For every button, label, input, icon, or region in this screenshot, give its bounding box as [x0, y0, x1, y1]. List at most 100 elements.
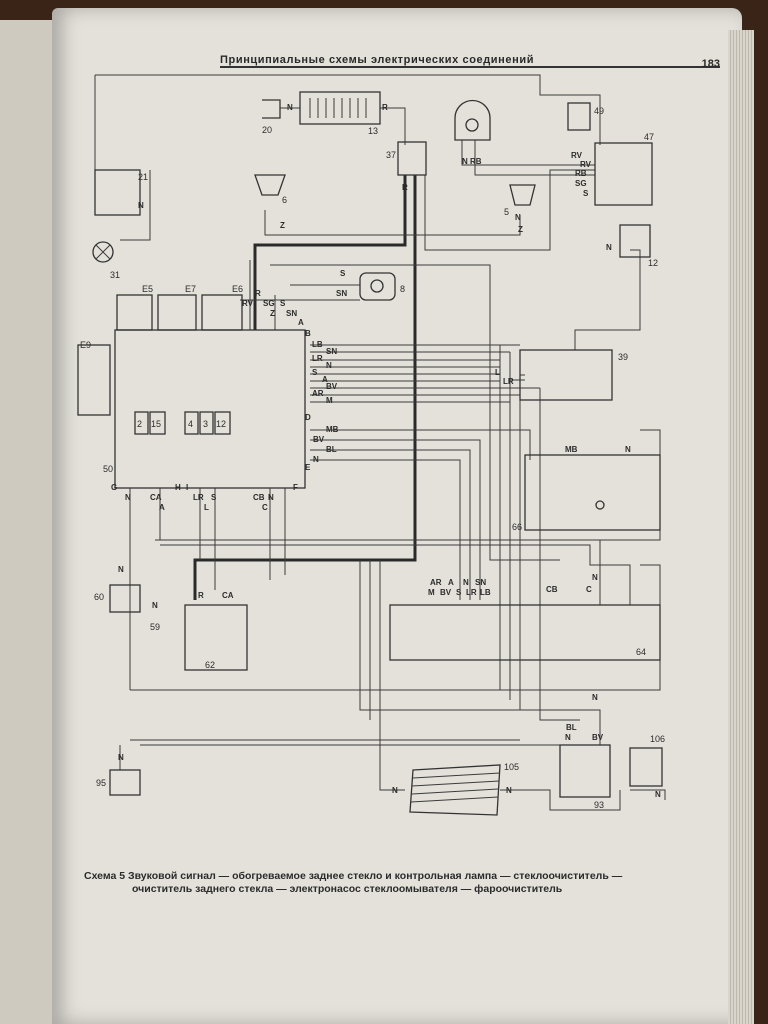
component-59: 59: [150, 622, 160, 632]
svg-text:E7: E7: [185, 284, 196, 294]
component-49: 49: [567, 102, 604, 131]
svg-text:R: R: [402, 183, 408, 192]
svg-text:N: N: [565, 733, 571, 742]
wire-labels-bottom-block: N CA A LR S L CB N C: [125, 493, 274, 512]
component-47: 47: [594, 132, 654, 206]
svg-text:CB: CB: [253, 493, 265, 502]
svg-text:RV: RV: [571, 151, 583, 160]
svg-text:G: G: [111, 483, 117, 492]
svg-text:49: 49: [594, 106, 604, 116]
svg-text:N: N: [118, 565, 124, 574]
svg-text:LB: LB: [480, 588, 491, 597]
wire-labels-top-block: RV SG S Z SN R: [242, 289, 297, 318]
svg-text:S: S: [211, 493, 217, 502]
component-20: 20: [262, 99, 281, 135]
svg-text:47: 47: [644, 132, 654, 142]
svg-text:BL: BL: [566, 723, 577, 732]
wire-labels-harness-right: LB SN LR N S A BV AR M MB BV BL N: [312, 340, 339, 464]
page-stack-edge: [728, 30, 754, 1024]
svg-text:20: 20: [262, 125, 272, 135]
svg-text:L: L: [204, 503, 209, 512]
svg-text:37: 37: [386, 150, 396, 160]
component-13-horn: 13: [299, 91, 381, 136]
svg-text:F: F: [293, 483, 298, 492]
svg-text:CB: CB: [546, 585, 558, 594]
svg-text:62: 62: [205, 660, 215, 670]
svg-text:N: N: [118, 753, 124, 762]
svg-text:RV: RV: [580, 160, 592, 169]
svg-text:BL: BL: [326, 445, 337, 454]
svg-text:N: N: [462, 157, 468, 166]
svg-text:SG: SG: [263, 299, 275, 308]
svg-text:L: L: [495, 368, 500, 377]
svg-text:Z: Z: [280, 221, 285, 230]
svg-text:S: S: [312, 368, 318, 377]
svg-text:N: N: [125, 493, 131, 502]
svg-text:15: 15: [151, 419, 161, 429]
svg-text:N: N: [313, 455, 319, 464]
svg-text:R: R: [382, 103, 388, 112]
svg-text:E9: E9: [80, 340, 91, 350]
svg-text:E5: E5: [142, 284, 153, 294]
component-e9: E9: [77, 340, 111, 416]
svg-text:N: N: [625, 445, 631, 454]
svg-text:LR: LR: [466, 588, 477, 597]
figure-caption: Схема 5 Звуковой сигнал — обогреваемое з…: [84, 870, 724, 896]
svg-text:12: 12: [216, 419, 226, 429]
component-5: 5: [504, 184, 536, 217]
relay-e7: E7: [157, 284, 197, 331]
svg-text:LR: LR: [503, 377, 514, 386]
relay-e5: E5: [116, 284, 153, 331]
component-66: 66: [512, 454, 661, 532]
svg-text:A: A: [159, 503, 165, 512]
svg-text:12: 12: [648, 258, 658, 268]
component-62: 62: [184, 604, 248, 671]
component-93: 93: [559, 744, 611, 810]
svg-text:RB: RB: [470, 157, 482, 166]
header-title: Принципиальные схемы электрических соеди…: [220, 54, 535, 66]
svg-text:A: A: [322, 375, 328, 384]
svg-text:64: 64: [636, 647, 646, 657]
wire-labels-misc: N N R R RB N Z N Z N S SN N N R CA N N N…: [118, 103, 661, 799]
svg-text:S: S: [583, 189, 589, 198]
svg-text:S: S: [340, 269, 346, 278]
svg-text:RB: RB: [575, 169, 587, 178]
svg-text:N: N: [506, 786, 512, 795]
svg-text:60: 60: [94, 592, 104, 602]
svg-text:C: C: [262, 503, 268, 512]
svg-text:RV: RV: [242, 299, 254, 308]
svg-text:I: I: [186, 483, 188, 492]
svg-text:LR: LR: [312, 354, 323, 363]
page-number: 183: [701, 58, 720, 70]
svg-text:LR: LR: [193, 493, 204, 502]
book-page: [52, 8, 742, 1024]
component-95: 95: [96, 769, 141, 796]
svg-text:Z: Z: [518, 225, 523, 234]
svg-text:95: 95: [96, 778, 106, 788]
fuse-box-50: 50 2 15 4 3 12 A B G H I F D E: [103, 318, 311, 492]
facing-page-edge: [0, 20, 52, 1024]
svg-text:M: M: [326, 396, 333, 405]
svg-text:SG: SG: [575, 179, 587, 188]
svg-text:6: 6: [282, 195, 287, 205]
svg-text:13: 13: [368, 126, 378, 136]
component-105-heated-glass: 105: [409, 762, 519, 816]
svg-text:SN: SN: [475, 578, 486, 587]
svg-text:N: N: [152, 601, 158, 610]
svg-text:S: S: [456, 588, 462, 597]
svg-text:31: 31: [110, 270, 120, 280]
svg-text:N: N: [592, 573, 598, 582]
svg-text:MB: MB: [565, 445, 578, 454]
svg-text:CA: CA: [222, 591, 234, 600]
svg-text:R: R: [255, 289, 261, 298]
component-60: 60: [94, 584, 141, 613]
page-header: Принципиальные схемы электрических соеди…: [220, 54, 720, 70]
svg-text:AR: AR: [430, 578, 442, 587]
svg-text:D: D: [305, 413, 311, 422]
svg-text:106: 106: [650, 734, 665, 744]
svg-text:N: N: [655, 790, 661, 799]
component-31-lamp: 31: [92, 241, 120, 280]
svg-text:SN: SN: [286, 309, 297, 318]
switch-64: 64: [389, 604, 661, 661]
